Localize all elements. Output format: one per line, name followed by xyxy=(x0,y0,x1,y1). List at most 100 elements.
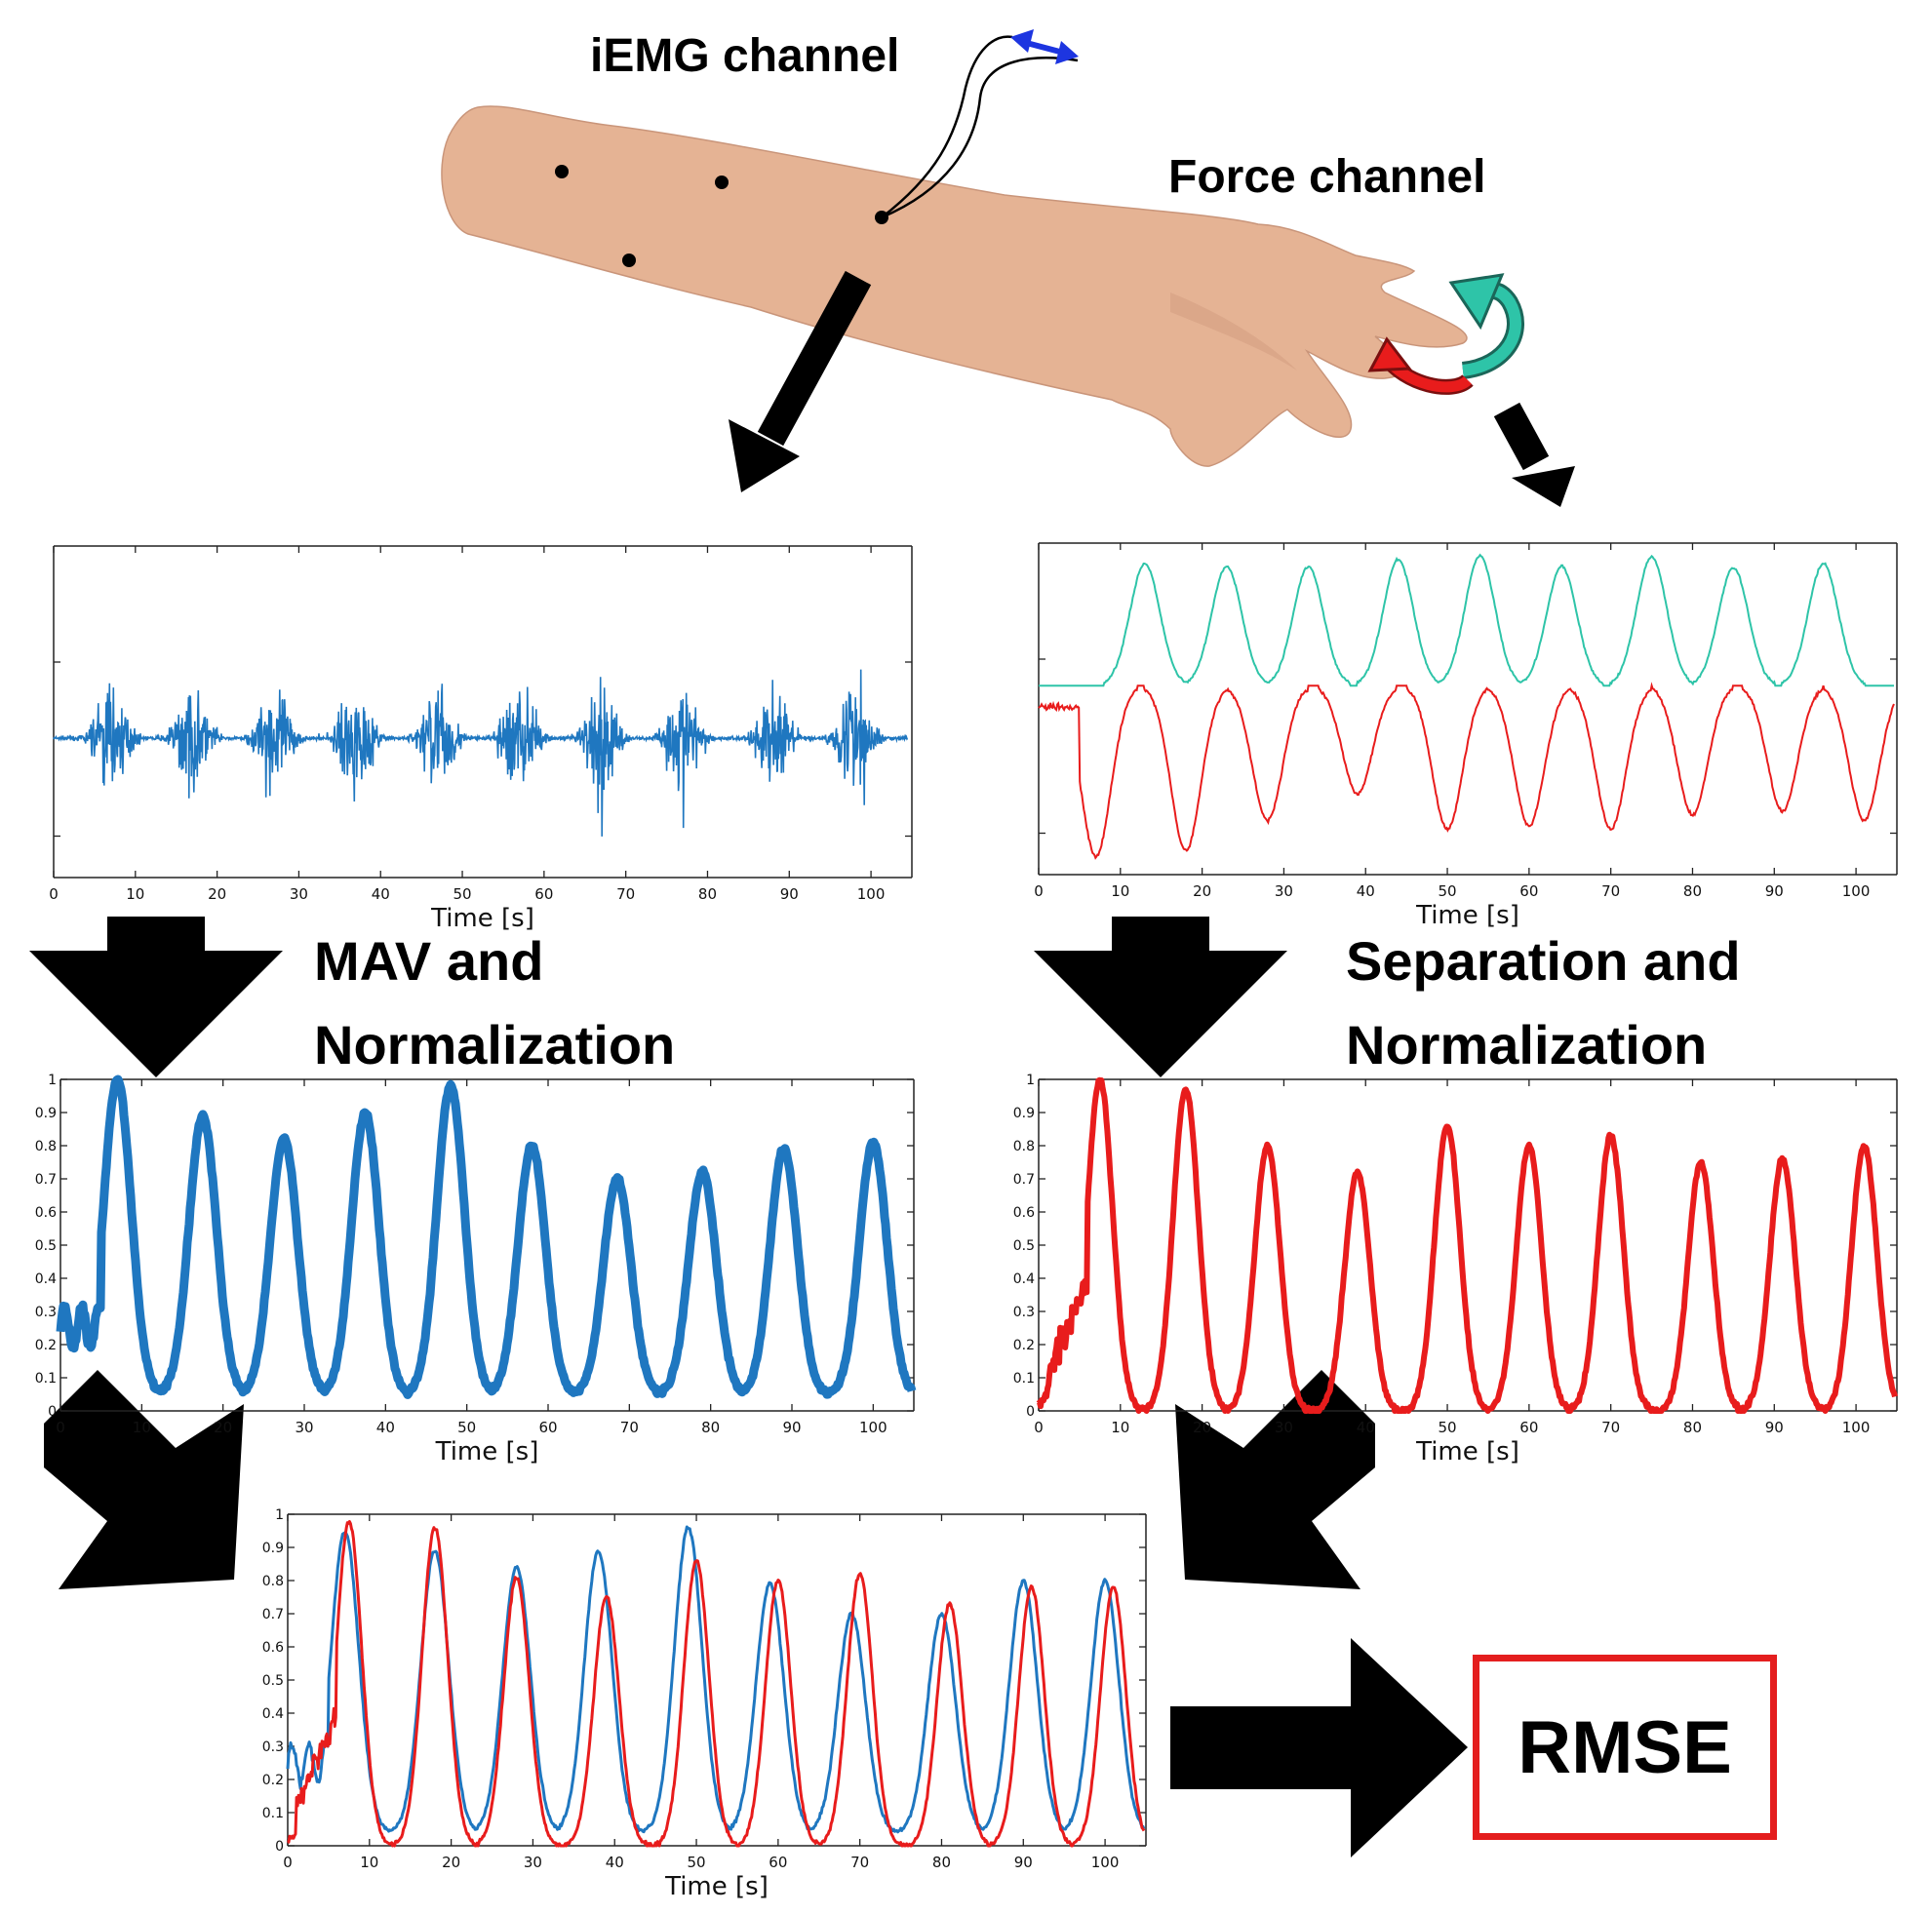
x-tick-label: 0 xyxy=(283,1854,293,1871)
y-tick-label: 0.3 xyxy=(35,1305,57,1320)
diagonal-arrow-icon xyxy=(1175,1370,1375,1589)
x-tick-label: 100 xyxy=(1091,1854,1120,1871)
x-tick-label: 0 xyxy=(49,885,59,903)
y-tick-label: 0.6 xyxy=(1013,1205,1035,1221)
x-tick-label: 10 xyxy=(133,1419,151,1436)
x-tick-label: 20 xyxy=(1193,882,1211,900)
x-axis-label: Time [s] xyxy=(1415,1437,1519,1466)
x-tick-label: 50 xyxy=(1439,882,1457,900)
x-tick-label: 90 xyxy=(1014,1854,1033,1871)
x-tick-label: 80 xyxy=(932,1854,951,1871)
x-tick-label: 20 xyxy=(214,1419,232,1436)
y-tick-label: 0.1 xyxy=(262,1806,284,1821)
x-tick-label: 70 xyxy=(1601,882,1620,900)
down-arrow-icon xyxy=(29,917,283,1077)
flexion-arrow-icon xyxy=(1367,336,1474,395)
x-tick-label: 20 xyxy=(442,1854,460,1871)
electrode-dot xyxy=(555,165,569,178)
rmse-box: RMSE xyxy=(1473,1655,1777,1840)
x-tick-label: 60 xyxy=(1519,1419,1538,1436)
x-tick-label: 70 xyxy=(616,885,635,903)
y-tick-label: 0.6 xyxy=(262,1640,284,1656)
x-tick-label: 40 xyxy=(606,1854,624,1871)
y-tick-label: 1 xyxy=(1026,1073,1035,1088)
iemg-wire xyxy=(881,35,1013,218)
x-tick-label: 70 xyxy=(850,1854,869,1871)
y-tick-label: 0.9 xyxy=(1013,1106,1035,1121)
emg-signal-line xyxy=(53,669,909,837)
diagonal-arrow-icon xyxy=(44,1370,244,1589)
extension-arrow-icon xyxy=(1448,273,1524,379)
down-arrow-icon xyxy=(1034,917,1287,1077)
y-tick-label: 0.1 xyxy=(35,1371,57,1387)
x-tick-label: 100 xyxy=(1842,1419,1871,1436)
x-tick-label: 70 xyxy=(620,1419,639,1436)
x-tick-label: 50 xyxy=(457,1419,476,1436)
arrow-icon xyxy=(1493,402,1575,507)
y-tick-label: 0.5 xyxy=(35,1238,57,1254)
x-tick-label: 30 xyxy=(524,1854,542,1871)
x-tick-label: 80 xyxy=(698,885,717,903)
x-tick-label: 0 xyxy=(1034,882,1044,900)
electrode-dot xyxy=(622,254,636,267)
sep-label-line2: Normalization xyxy=(1346,1014,1708,1075)
forearm-illustration xyxy=(441,29,1524,467)
x-axis-label: Time [s] xyxy=(435,1437,539,1466)
x-axis-label: Time [s] xyxy=(430,904,534,933)
mav-label-line1: MAV and xyxy=(314,930,544,992)
iemg-channel-label: iEMG channel xyxy=(590,30,900,82)
y-tick-label: 0.7 xyxy=(1013,1172,1035,1188)
y-tick-label: 0.3 xyxy=(262,1739,284,1755)
x-tick-label: 60 xyxy=(769,1854,787,1871)
x-tick-label: 100 xyxy=(857,885,886,903)
x-axis-label: Time [s] xyxy=(664,1872,769,1901)
y-tick-label: 0.8 xyxy=(1013,1139,1035,1154)
x-tick-label: 10 xyxy=(1111,1419,1129,1436)
x-tick-label: 20 xyxy=(208,885,226,903)
y-tick-label: 0.8 xyxy=(35,1139,57,1154)
x-tick-label: 0 xyxy=(56,1419,65,1436)
x-tick-label: 80 xyxy=(701,1419,720,1436)
y-tick-label: 0 xyxy=(275,1839,284,1855)
normalized-force-line xyxy=(1036,1076,1898,1414)
x-axis-label: Time [s] xyxy=(1415,901,1519,930)
x-tick-label: 40 xyxy=(1357,1419,1375,1436)
iemg-wire xyxy=(881,57,1079,219)
x-tick-label: 90 xyxy=(1765,882,1784,900)
overlay-force-line xyxy=(287,1520,1146,1848)
y-tick-label: 0.7 xyxy=(262,1607,284,1622)
forearm-shape xyxy=(441,105,1468,467)
x-tick-label: 60 xyxy=(534,885,553,903)
force-channel-label: Force channel xyxy=(1168,151,1486,203)
y-tick-label: 1 xyxy=(275,1507,284,1523)
x-tick-label: 50 xyxy=(453,885,472,903)
x-tick-label: 10 xyxy=(360,1854,378,1871)
x-tick-label: 0 xyxy=(1034,1419,1044,1436)
x-tick-label: 80 xyxy=(1683,882,1702,900)
y-tick-label: 0.8 xyxy=(262,1574,284,1589)
mav-label-line2: Normalization xyxy=(314,1014,676,1075)
x-tick-label: 90 xyxy=(782,1419,801,1436)
x-tick-label: 100 xyxy=(859,1419,887,1436)
right-arrow-icon xyxy=(1170,1638,1468,1857)
y-tick-label: 0.7 xyxy=(35,1172,57,1188)
x-tick-label: 30 xyxy=(1275,1419,1293,1436)
double-arrow-icon xyxy=(1010,29,1079,64)
x-tick-label: 30 xyxy=(290,885,308,903)
x-tick-label: 50 xyxy=(1439,1419,1457,1436)
y-tick-label: 0 xyxy=(48,1404,57,1420)
y-tick-label: 0.4 xyxy=(35,1271,57,1287)
overlay-emg-line xyxy=(286,1525,1146,1834)
x-tick-label: 10 xyxy=(126,885,144,903)
x-tick-label: 90 xyxy=(780,885,799,903)
y-tick-label: 0.2 xyxy=(262,1773,284,1788)
x-tick-label: 60 xyxy=(538,1419,557,1436)
x-tick-label: 100 xyxy=(1842,882,1871,900)
rmse-label: RMSE xyxy=(1518,1705,1732,1789)
y-tick-label: 0.2 xyxy=(35,1338,57,1353)
y-tick-label: 0.9 xyxy=(35,1106,57,1121)
